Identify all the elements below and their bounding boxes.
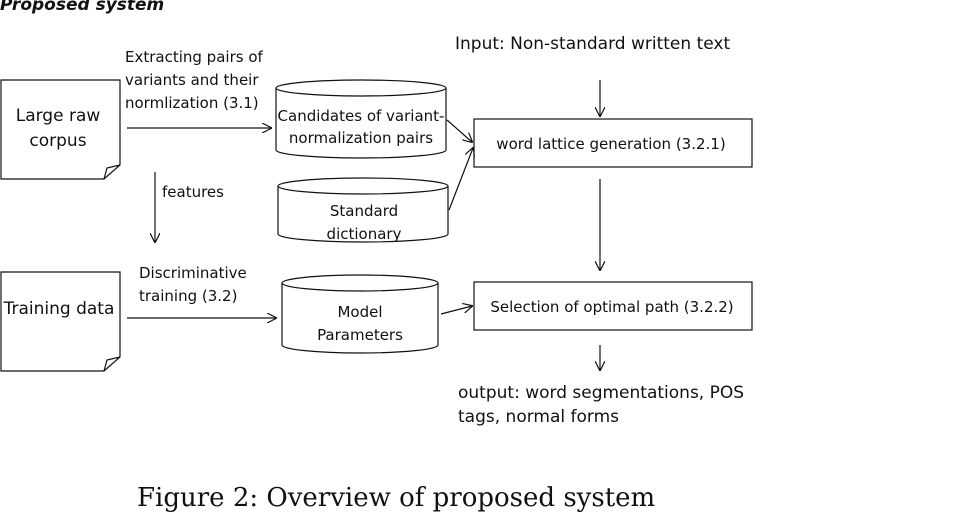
word-lattice-box: word lattice generation (3.2.1) <box>473 118 753 168</box>
selection-label: Selection of optimal path (3.2.2) <box>490 298 733 316</box>
extracting-edge-label: Extracting pairs of variants and their n… <box>125 48 263 112</box>
candidates-cylinder: Candidates of variant- normalization pai… <box>275 79 447 159</box>
candidates-line-2: normalization pairs <box>289 129 433 147</box>
extracting-line-2: variants and their <box>125 71 259 89</box>
word-lattice-label: word lattice generation (3.2.1) <box>496 135 725 153</box>
selection-box: Selection of optimal path (3.2.2) <box>473 281 753 331</box>
training-data-node: Training data <box>0 271 121 372</box>
diagram-heading: Proposed system <box>0 0 164 15</box>
large-raw-corpus-line-1: Large raw <box>16 106 101 126</box>
extracting-line-3: normlization (3.1) <box>125 94 259 112</box>
figure-caption: Figure 2: Overview of proposed system <box>137 483 655 513</box>
large-raw-corpus-line-2: corpus <box>29 131 86 151</box>
extracting-line-1: Extracting pairs of <box>125 48 263 66</box>
output-label-line-2: tags, normal forms <box>458 407 619 427</box>
standard-dictionary-line-1: Standard <box>330 202 398 220</box>
training-data-label: Training data <box>3 299 115 319</box>
model-parameters-cylinder: Model Parameters <box>281 274 439 354</box>
features-edge-label: features <box>162 183 224 201</box>
candidates-line-1: Candidates of variant- <box>278 107 445 125</box>
discriminative-line-1: Discriminative <box>139 264 247 282</box>
large-raw-corpus-node: Large raw corpus <box>0 79 121 180</box>
input-label: Input: Non-standard written text <box>455 34 730 54</box>
standard-dictionary-line-2: dictionary <box>327 225 402 243</box>
arrow-candidates-to-lattice <box>446 119 472 142</box>
model-parameters-line-1: Model <box>337 303 382 321</box>
output-label-line-1: output: word segmentations, POS <box>458 383 744 403</box>
discriminative-edge-label: Discriminative training (3.2) <box>139 264 247 305</box>
standard-dictionary-cylinder: Standard dictionary <box>277 177 449 243</box>
model-parameters-line-2: Parameters <box>317 326 403 344</box>
arrow-model-to-selection <box>440 306 472 315</box>
arrow-dictionary-to-lattice <box>448 148 473 211</box>
discriminative-line-2: training (3.2) <box>139 287 237 305</box>
